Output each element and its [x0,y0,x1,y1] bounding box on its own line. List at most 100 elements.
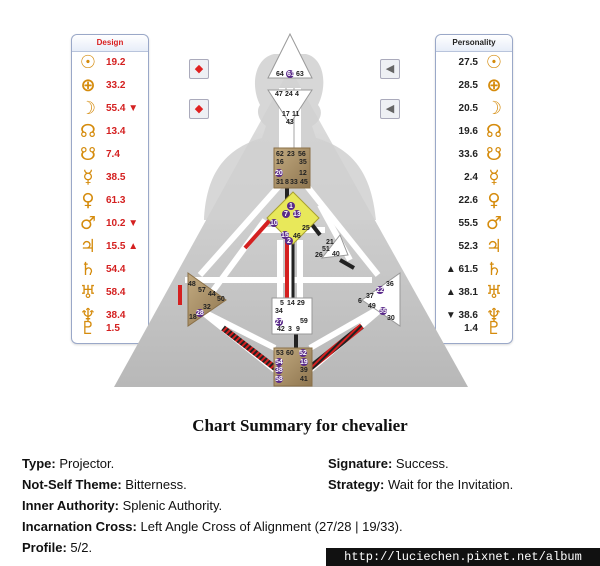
watermark-url: http://luciechen.pixnet.net/album [326,548,600,566]
gate-54: 54 [275,359,283,366]
design-value: 15.5 ▲ [106,241,139,252]
personality-row: 2.4☿ [436,168,512,190]
gate-31: 31 [276,179,284,186]
south-node-icon: ☋ [80,144,96,165]
gate-4: 4 [295,91,299,98]
design-value: 38.5 [106,172,126,183]
gate-15: 15 [281,232,289,239]
design-row: ♃ 15.5 ▲ [72,237,148,259]
gate-1: 1 [289,203,293,210]
strategy-line: Strategy: Wait for the Invitation. [328,477,514,492]
gate-activation-marker [281,231,289,239]
personality-value: 1.4 [464,323,478,334]
gate-49: 49 [368,303,376,310]
gate-activation-marker [275,375,283,383]
gate-9: 9 [296,326,300,333]
saturn-icon: ♄ [79,259,97,280]
gate-activation-marker [300,358,308,366]
design-row: ☊ 13.4 [72,122,148,144]
design-top-arrow-button[interactable]: ◆ [189,59,209,79]
design-value: 33.2 [106,80,126,91]
gate-58: 58 [275,376,283,383]
gate-24: 24 [285,91,293,98]
personality-row: 33.6☋ [436,145,512,167]
gate-activation-marker [282,210,290,218]
gate-50: 50 [217,296,225,303]
earth-icon: ⊕ [486,75,502,96]
gate-60: 60 [286,350,294,357]
earth-icon: ⊕ [80,75,96,96]
design-value: 54.4 [106,264,126,275]
gate-8: 8 [285,179,289,186]
gate-activation-marker [270,219,278,227]
jupiter-icon: ♃ [79,236,97,257]
gate-activation-marker [275,358,283,366]
gate-43: 43 [286,119,294,126]
sun-icon: ☉ [79,52,97,73]
personality-top-arrow-button[interactable]: ◀ [380,59,400,79]
profile-line: Profile: 5/2. [22,540,93,555]
design-value: 13.4 [106,126,126,137]
design-value: 19.2 [106,57,126,68]
gate-39: 39 [300,367,308,374]
gate-14: 14 [287,300,295,307]
uranus-icon: ♅ [485,282,503,303]
gate-5: 5 [280,300,284,307]
gate-25: 25 [302,225,310,232]
personality-panel: Personality 27.5☉ 28.5 ⊕ 20.5 ☽ 19.6☊ 33.6… [435,34,513,344]
moon-icon: ☽ [79,98,97,119]
gate-34: 34 [275,308,283,315]
gate-28: 28 [196,310,204,317]
heart-center [320,234,349,259]
gate-57: 57 [198,287,206,294]
gate-52: 52 [299,350,307,357]
personality-value: 52.3 [458,241,478,252]
design-panel: Design ☉19.2 ⊕33.2 ☽55.4 ▼ ☊13.4 ☋7.4 ☿3… [71,34,149,344]
design-value: 10.2 ▼ [106,218,139,229]
gate-35: 35 [299,159,307,166]
design-value: 55.4 ▼ [106,103,139,114]
design-value: 38.4 [106,310,126,321]
gate-21: 21 [326,239,334,246]
personality-value: 19.6 [458,126,478,137]
mars-icon: ♂ [79,213,97,234]
design-row: ♇1.5 [72,319,148,341]
throat-center [273,147,311,189]
neptune-icon: ♆ [79,305,97,326]
personality-row: 19.6☊ [436,122,512,144]
personality-bottom-arrow-button[interactable]: ◀ [380,99,400,119]
gate-18: 18 [189,314,197,321]
gate-activation-marker [285,237,293,245]
chart-summary-title: Chart Summary for chevalier [192,416,408,435]
design-row: ♆ 38.4 [72,306,148,328]
design-bottom-arrow-button[interactable]: ◆ [189,99,209,119]
personality-value: 22.6 [458,195,478,206]
venus-icon: ♀ [81,190,95,211]
personality-row: ▼ 38.6♆ [436,306,512,328]
personality-header: Personality [436,35,512,52]
gate-63: 63 [296,71,304,78]
pluto-icon: ♇ [485,318,503,339]
personality-row: 1.4 ♇ [436,319,512,341]
design-value: 61.3 [106,195,126,206]
gate-activation-marker [196,309,204,317]
gate-activation-marker [299,349,307,357]
gate-42: 42 [277,326,285,333]
gate-56: 56 [298,151,306,158]
personality-row: 27.5☉ [436,53,512,75]
inner-authority-line: Inner Authority: Splenic Authority. [22,498,223,513]
personality-value: 20.5 [458,103,478,114]
personality-value: 28.5 [458,80,478,91]
north-node-icon: ☊ [80,121,96,142]
design-row: ☉ 19.2 [72,53,148,75]
gate-activation-marker [275,169,283,177]
gate-6: 6 [358,298,362,305]
gate-3: 3 [288,326,292,333]
bodygraph-chart: 64 61 63 47 24 4 17 11 43 62 23 56 16 35… [114,32,468,387]
design-row: ⊕ 33.2 [72,76,148,98]
gate-45: 45 [300,179,308,186]
gate-36: 36 [386,281,394,288]
personality-value: ▼ 38.6 [445,310,478,321]
personality-value: 27.5 [458,57,478,68]
moon-icon: ☽ [485,98,503,119]
